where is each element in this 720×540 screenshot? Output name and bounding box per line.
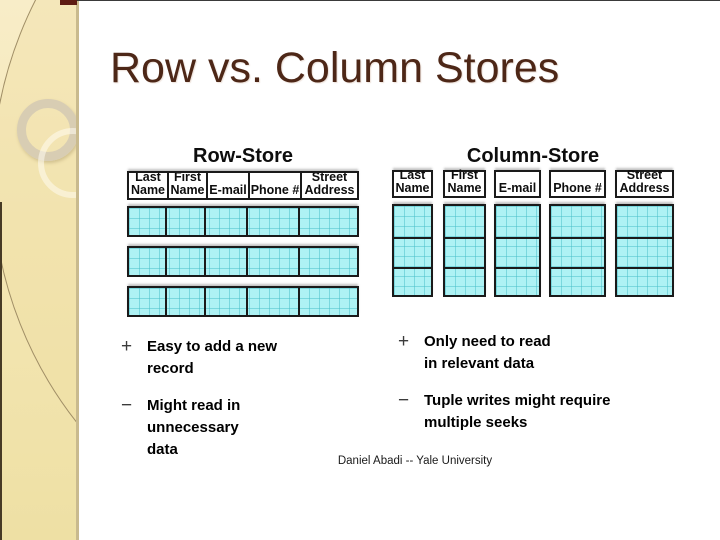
bullet-text: Tuple writes might require multiple seek… bbox=[424, 392, 611, 431]
column-store-header-cell: Street Address bbox=[615, 168, 674, 198]
slide-title: Row vs. Column Stores bbox=[110, 44, 560, 92]
row-store-header-cell: First Name bbox=[167, 173, 206, 198]
segment-divider bbox=[445, 237, 484, 239]
segment-divider bbox=[394, 237, 431, 239]
cell-divider bbox=[204, 208, 206, 235]
bullet-text: Only need to read in relevant data bbox=[424, 333, 551, 372]
row-store-header-cell: Last Name bbox=[130, 173, 166, 197]
row-store-record-strip bbox=[127, 206, 359, 237]
segment-divider bbox=[617, 267, 672, 269]
bullet-column-store-pro: + Only need to read in relevant data bbox=[398, 331, 578, 375]
column-store-column-strip bbox=[615, 204, 674, 297]
bullet-column-store-con: − Tuple writes might require multiple se… bbox=[398, 390, 638, 434]
column-store-header-cell: First Name bbox=[443, 168, 486, 198]
column-store-header-cell: Last Name bbox=[392, 168, 433, 198]
cell-divider bbox=[298, 288, 300, 315]
cell-divider bbox=[204, 248, 206, 275]
column-store-column-strip bbox=[392, 204, 433, 297]
column-store-column-strip bbox=[494, 204, 541, 297]
segment-divider bbox=[496, 267, 539, 269]
footer-credit: Daniel Abadi -- Yale University bbox=[337, 455, 493, 467]
cell-divider bbox=[165, 288, 167, 315]
cell-divider bbox=[246, 208, 248, 235]
bullet-row-store-con: − Might read in unnecessary data bbox=[121, 395, 271, 461]
column-store-header-cell: E-mail bbox=[494, 170, 541, 198]
row-store-header-cell: Phone # bbox=[248, 173, 300, 198]
row-store-record-strip bbox=[127, 286, 359, 317]
row-store-header-cell: E-mail bbox=[206, 173, 248, 198]
cell-divider bbox=[165, 248, 167, 275]
row-store-header-table: Last Name First Name E-mail Phone # Stre… bbox=[127, 171, 359, 200]
segment-divider bbox=[551, 237, 604, 239]
segment-divider bbox=[617, 237, 672, 239]
minus-sign-icon: − bbox=[121, 395, 133, 416]
column-store-column-strip bbox=[443, 204, 486, 297]
cell-divider bbox=[204, 288, 206, 315]
column-store-header-cell: Phone # bbox=[549, 170, 606, 198]
red-accent-mark bbox=[60, 0, 77, 5]
row-store-record-strip bbox=[127, 246, 359, 277]
plus-sign-icon: + bbox=[121, 336, 133, 357]
bullet-row-store-pro: + Easy to add a new record bbox=[121, 336, 291, 380]
cell-divider bbox=[246, 288, 248, 315]
cell-divider bbox=[298, 248, 300, 275]
arc-circle-decoration bbox=[0, 0, 76, 540]
segment-divider bbox=[394, 267, 431, 269]
sidebar-edge-line bbox=[0, 202, 2, 540]
row-store-heading: Row-Store bbox=[193, 145, 293, 167]
cell-divider bbox=[165, 208, 167, 235]
segment-divider bbox=[445, 267, 484, 269]
cell-divider bbox=[246, 248, 248, 275]
bullet-text: Easy to add a new record bbox=[147, 338, 278, 377]
cell-divider bbox=[298, 208, 300, 235]
row-store-header-cell: Street Address bbox=[300, 173, 357, 198]
bullet-text: Might read in unnecessary data bbox=[147, 397, 241, 458]
plus-sign-icon: + bbox=[398, 331, 410, 352]
segment-divider bbox=[551, 267, 604, 269]
minus-sign-icon: − bbox=[398, 390, 410, 411]
column-store-column-strip bbox=[549, 204, 606, 297]
sidebar-decoration bbox=[0, 0, 79, 540]
top-border-line bbox=[77, 0, 720, 1]
segment-divider bbox=[496, 237, 539, 239]
column-store-heading: Column-Store bbox=[466, 145, 600, 167]
